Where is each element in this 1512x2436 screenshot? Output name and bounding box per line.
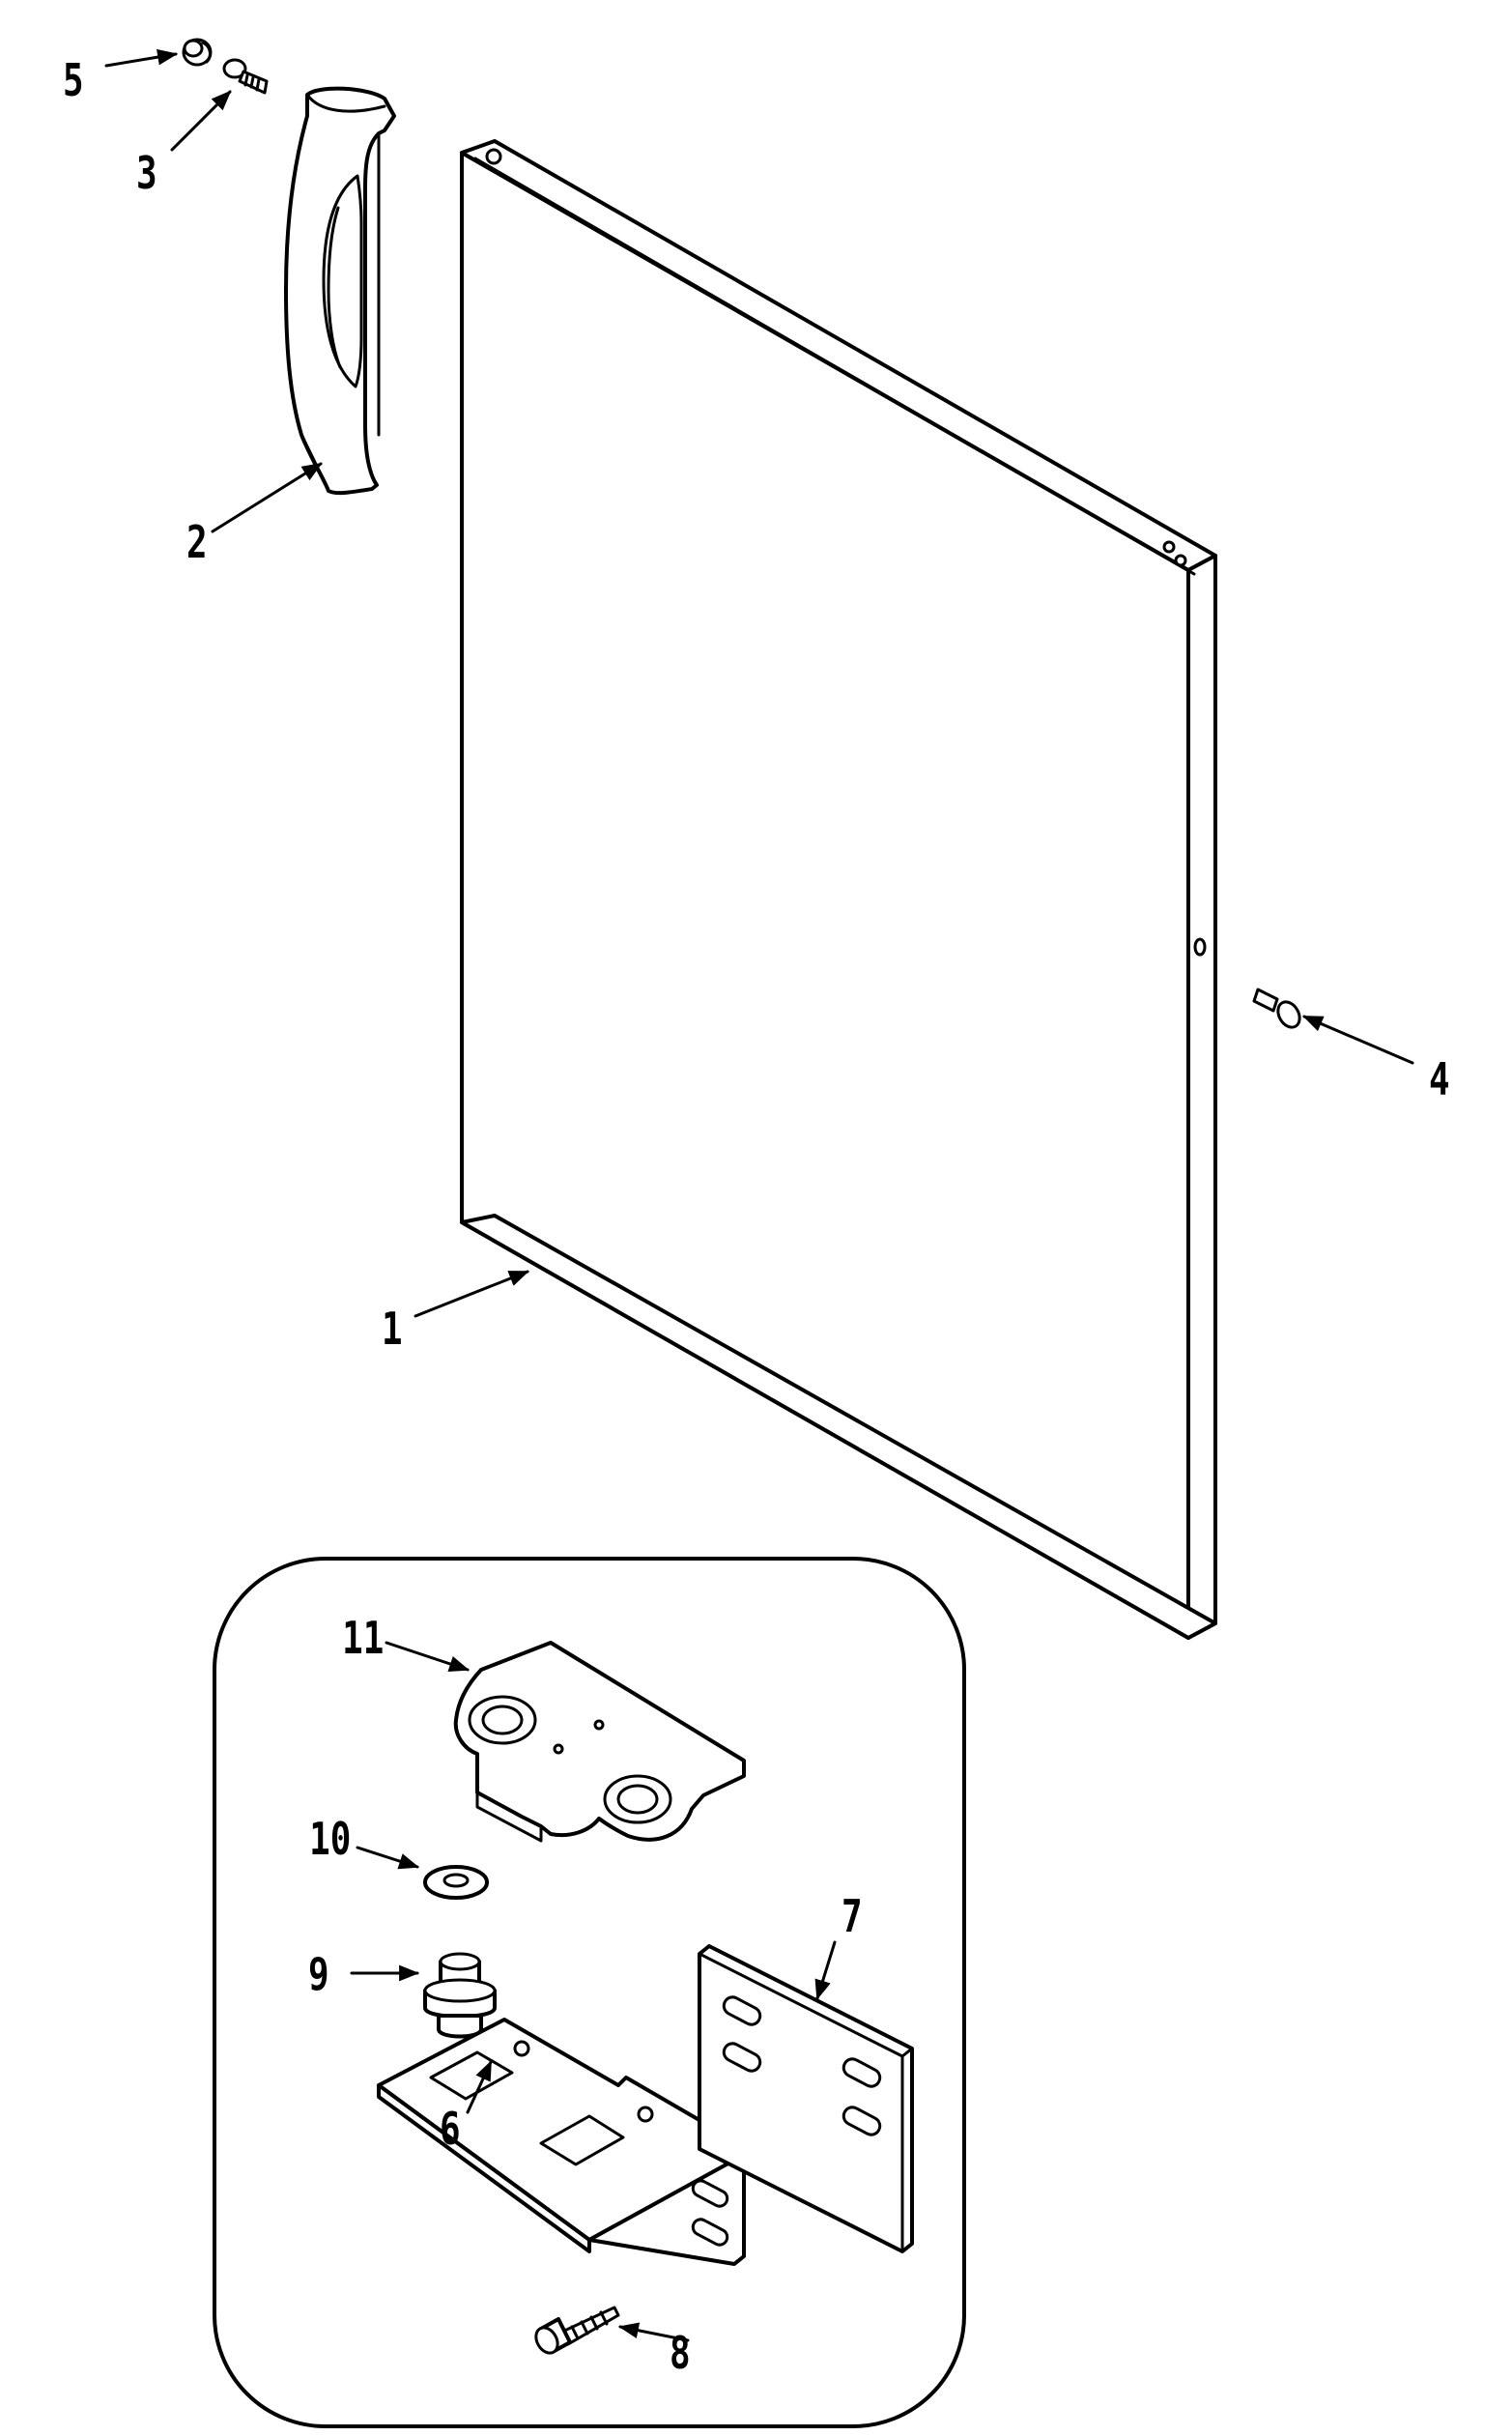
washer-10 xyxy=(423,1865,489,1900)
screw-3 xyxy=(222,58,269,95)
callout-8: 8 xyxy=(670,2327,691,2379)
hinge-pin-9 xyxy=(423,1952,497,2039)
screw-8 xyxy=(534,2306,620,2355)
top-hinge-plate-11 xyxy=(453,1641,746,1843)
callout-11: 11 xyxy=(342,1612,385,1664)
callout-10: 10 xyxy=(309,1813,352,1865)
inset-frame xyxy=(213,1557,966,2428)
callout-7: 7 xyxy=(842,1890,863,1942)
plug-5 xyxy=(182,38,213,67)
callout-3: 3 xyxy=(136,147,157,199)
door-handle xyxy=(284,86,396,496)
door-panel xyxy=(460,139,1217,1640)
callout-5: 5 xyxy=(63,54,84,106)
door-stop-4 xyxy=(1252,988,1301,1029)
bottom-hinge-bracket-6 xyxy=(377,2018,746,2266)
shim-plate-7 xyxy=(698,1944,914,2253)
leader-arrows xyxy=(104,48,1414,2342)
callout-2: 2 xyxy=(186,516,208,568)
callout-1: 1 xyxy=(382,1303,403,1355)
callout-9: 9 xyxy=(308,1948,329,2000)
callout-4: 4 xyxy=(1429,1053,1450,1105)
callout-6: 6 xyxy=(440,2103,461,2155)
